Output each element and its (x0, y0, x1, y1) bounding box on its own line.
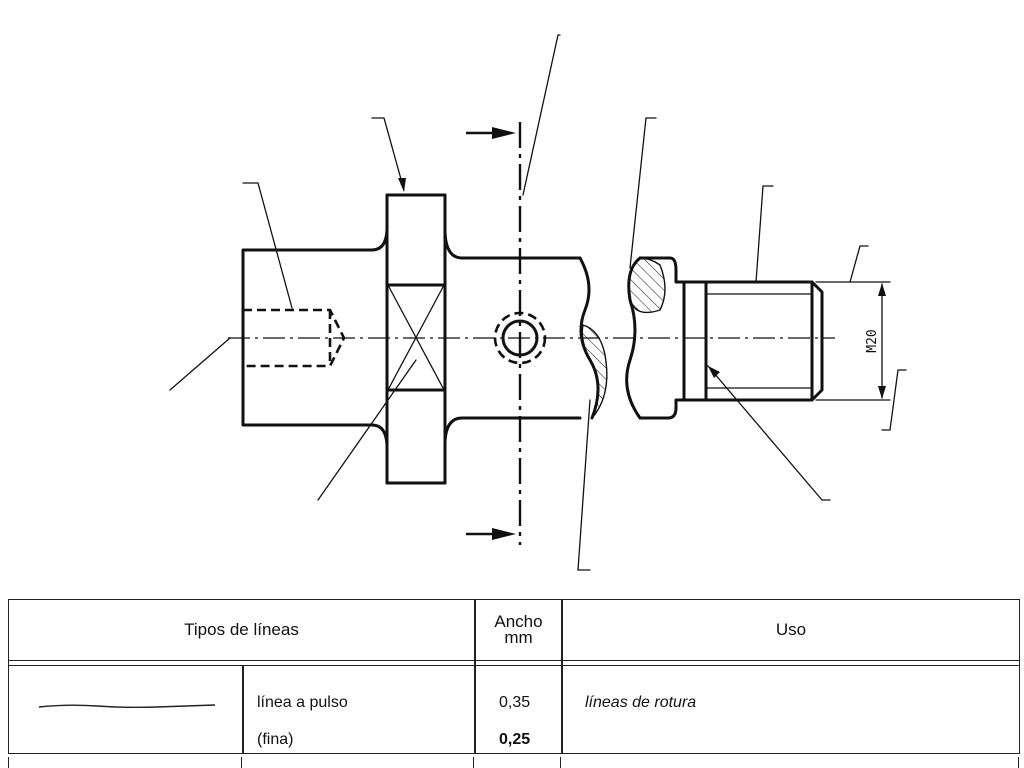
break-hatch-left (581, 324, 608, 419)
tick-mark (8, 757, 10, 768)
shaft-outline (241, 193, 582, 485)
leader-hub-arrow (398, 178, 406, 192)
tick-mark (473, 757, 475, 768)
bolt-head-outline (638, 256, 686, 420)
tick-mark (560, 757, 562, 768)
row-usage: líneas de rotura (585, 694, 697, 711)
line-types-table: Tipos de líneas Ancho mm Uso línea a pul… (8, 599, 1020, 754)
leader-thread-root (707, 365, 831, 501)
section-arrow-bottom-head (492, 528, 516, 540)
leader-dim-top (849, 245, 869, 283)
header-width: Ancho mm (476, 600, 561, 660)
table-divider-2 (561, 600, 563, 753)
header-usage: Uso (775, 620, 807, 639)
leader-hub-edge (371, 117, 405, 191)
table-divider-sample (242, 666, 244, 753)
leader-break-upper (629, 117, 657, 269)
leader-centre-line (169, 337, 231, 391)
row-width-value-bold: 0,25 (499, 731, 531, 748)
leader-flat-cross (317, 359, 417, 501)
technical-drawing: M20 (169, 34, 907, 571)
tick-mark (1018, 757, 1020, 768)
thread-dimension-label: M20 (865, 329, 880, 352)
dim-arrow-bottom (878, 386, 886, 399)
leader-section-plane (522, 34, 561, 196)
header-width-line1: Ancho (494, 612, 543, 631)
leader-thread-root-arrow (708, 366, 720, 378)
tick-mark (241, 757, 243, 768)
header-separator (9, 660, 1019, 666)
section-arrow-top-head (492, 127, 516, 139)
table-divider-1 (474, 600, 476, 753)
row-line-name: línea a pulso (257, 694, 348, 711)
break-hatch-right (628, 257, 666, 314)
leader-break-lower (577, 399, 591, 571)
thread-outline (682, 280, 824, 402)
row-width-value: 0,35 (499, 694, 531, 711)
row-line-name-note: (fina) (257, 731, 294, 748)
freehand-line-sample (38, 704, 216, 709)
header-width-line2: mm (504, 628, 533, 647)
leader-hidden-line (242, 182, 293, 309)
leader-thread-crest (755, 185, 774, 283)
leader-dim-bottom (881, 369, 907, 431)
header-line-types: Tipos de líneas (184, 620, 299, 639)
dim-arrow-top (878, 283, 886, 296)
